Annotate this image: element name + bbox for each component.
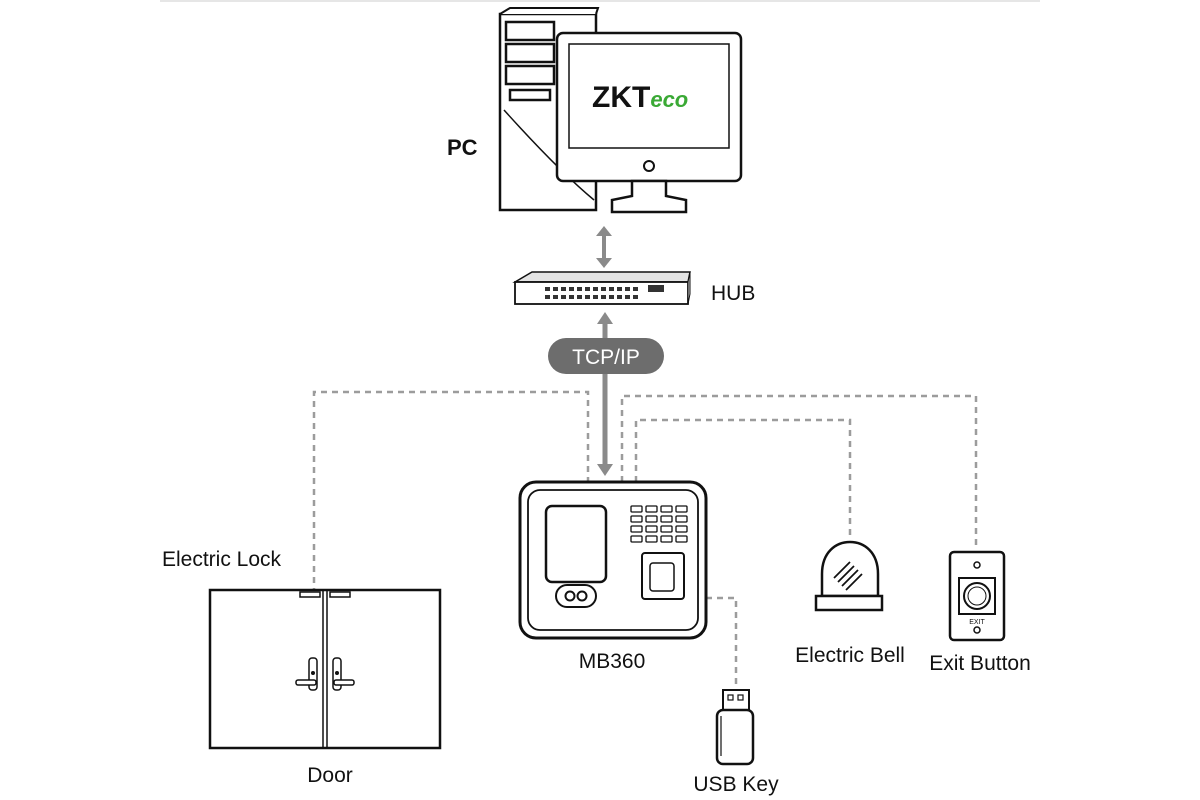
hub-port (601, 287, 606, 291)
usb-wire (706, 596, 738, 690)
keypad-key (675, 525, 688, 533)
pc-label: PC (447, 135, 478, 160)
keypad-key (660, 515, 673, 523)
device-label: MB360 (579, 650, 646, 673)
hub-port (601, 295, 606, 299)
hub-port (617, 295, 622, 299)
keypad-key (630, 515, 643, 523)
hub-port (633, 287, 638, 291)
protocol-badge (548, 338, 664, 374)
electric-lock (299, 591, 321, 598)
hub-port (545, 287, 550, 291)
usb-key (715, 689, 755, 766)
tcpip-link (597, 312, 613, 476)
bell-wire (634, 418, 852, 540)
hub-label: HUB (711, 282, 755, 305)
keypad-key (630, 535, 643, 543)
hub-port (577, 295, 582, 299)
keypad-key (675, 535, 688, 543)
logo-text: ZKTeco (592, 81, 688, 114)
hub-port (577, 287, 582, 291)
hub-port (553, 295, 558, 299)
door-label: Door (307, 764, 353, 787)
hub-port (609, 295, 614, 299)
door (208, 588, 442, 750)
hub-port (593, 287, 598, 291)
keypad-key (630, 525, 643, 533)
keypad-key (675, 515, 688, 523)
electric-bell (814, 540, 884, 612)
keypad-key (645, 535, 658, 543)
lock-label: Electric Lock (162, 548, 282, 571)
keypad-key (645, 525, 658, 533)
hub-port (561, 287, 566, 291)
mb360-device (518, 480, 708, 640)
keypad-key (645, 515, 658, 523)
network-hub (512, 271, 691, 305)
exit-button-caption: EXIT (969, 619, 985, 626)
hub-port (545, 295, 550, 299)
keypad-key (660, 535, 673, 543)
exit-button-label: Exit Button (929, 652, 1031, 675)
keypad-key (660, 525, 673, 533)
bell-label: Electric Bell (795, 644, 905, 667)
keypad-key (645, 505, 658, 513)
hub-port (617, 287, 622, 291)
hub-port (593, 295, 598, 299)
hub-port (561, 295, 566, 299)
hub-port (553, 287, 558, 291)
pc-hub-link (596, 226, 612, 268)
hub-port (569, 287, 574, 291)
usb-label: USB Key (693, 773, 779, 796)
hub-indicator (648, 285, 664, 292)
hub-port (625, 287, 630, 291)
pc-monitor: ZKTeco (555, 31, 743, 214)
hub-port (625, 295, 630, 299)
hub-port (585, 295, 590, 299)
hub-port (585, 287, 590, 291)
keypad-key (630, 505, 643, 513)
lock-wire (312, 390, 590, 594)
protocol-label: TCP/IP (572, 346, 640, 369)
hub-port (609, 287, 614, 291)
hub-port (633, 295, 638, 299)
hub-port (569, 295, 574, 299)
keypad-key (660, 505, 673, 513)
exit-button: EXIT (948, 550, 1006, 642)
keypad-key (675, 505, 688, 513)
